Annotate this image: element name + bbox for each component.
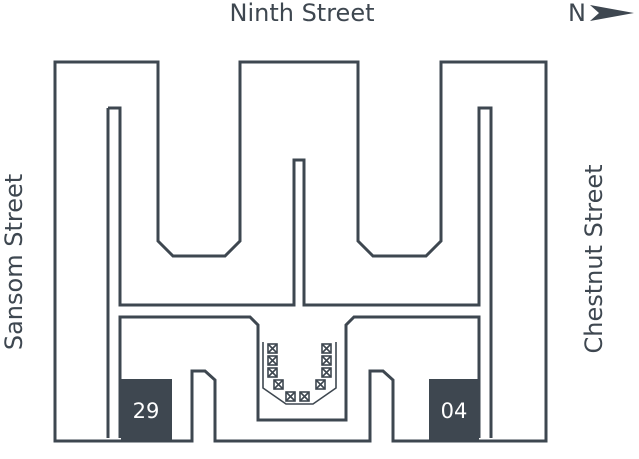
unit-29[interactable]: 29 — [121, 379, 172, 440]
street-label-top: Ninth Street — [229, 0, 374, 27]
elevator-box-icon — [299, 391, 310, 402]
core-outline — [262, 342, 337, 405]
elevator-box-icon — [267, 367, 278, 378]
elevator-box-icon — [321, 367, 332, 378]
unit-04-label: 04 — [441, 399, 468, 423]
unit-29-block — [121, 379, 172, 440]
corridor-lower-outline — [118, 315, 481, 438]
building-outline — [53, 60, 548, 443]
street-label-right: Chestnut Street — [580, 164, 608, 353]
elevator-box-icon — [315, 379, 326, 390]
elevator-box-icon — [273, 379, 284, 390]
unit-04-block — [429, 379, 479, 440]
north-arrow-icon: N — [568, 0, 634, 27]
elevator-box-icon — [267, 343, 278, 354]
street-label-left: Sansom Street — [0, 174, 28, 350]
elevator-box-icon — [321, 343, 332, 354]
elevator-core — [262, 342, 337, 405]
elevator-box-icon — [285, 391, 296, 402]
unit-04[interactable]: 04 — [429, 379, 479, 440]
compass-label: N — [568, 0, 586, 27]
elevator-box-icon — [267, 355, 278, 366]
unit-29-label: 29 — [133, 399, 160, 423]
elevator-box-icon — [321, 355, 332, 366]
corridor-upper-outline — [106, 106, 493, 438]
